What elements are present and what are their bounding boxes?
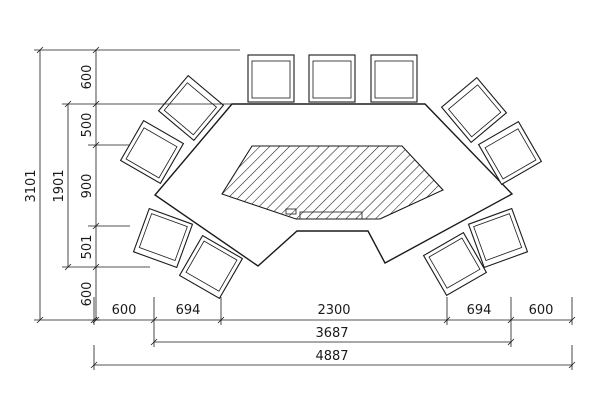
- chair-upper-right-2: [477, 120, 543, 186]
- chair-top-3: [370, 54, 418, 103]
- dim-bottom-3: 2300: [317, 303, 350, 318]
- chair-top-2: [308, 54, 356, 103]
- dim-left-5: 600: [80, 282, 95, 307]
- dim-bottom-total-inner: 3687: [315, 326, 348, 341]
- center-slot-left: [285, 208, 297, 215]
- dim-left-1: 600: [80, 65, 95, 90]
- hatched-center-area: [221, 145, 444, 220]
- chair-lower-left-1: [132, 207, 194, 269]
- chair-lower-left-2: [178, 234, 244, 300]
- table-outline: [153, 103, 514, 267]
- chair-upper-right-1: [440, 76, 508, 144]
- dim-bottom-2: 694: [176, 303, 201, 318]
- left-dimensions-col1: 600 500 900 501 600: [80, 46, 240, 324]
- center-slot: [299, 211, 363, 220]
- bottom-dimensions-row3: 4887: [90, 345, 576, 370]
- bottom-dimensions-row2: 3687: [150, 325, 515, 347]
- dim-bottom-1: 600: [112, 303, 137, 318]
- dim-left-4: 501: [80, 235, 95, 260]
- bottom-dimensions-row1: 600 694 2300 694 600: [90, 297, 576, 325]
- dim-left-2: 500: [80, 113, 95, 138]
- dim-left-3: 900: [80, 174, 95, 199]
- left-dimensions-col2: 1901: [52, 100, 88, 271]
- chair-lower-right-2: [467, 207, 529, 269]
- dim-bottom-total-outer: 4887: [315, 349, 348, 364]
- dim-bottom-4: 694: [467, 303, 492, 318]
- chair-upper-left-1: [157, 74, 225, 142]
- chair-lower-right-1: [422, 231, 488, 297]
- dim-left-total-inner: 1901: [52, 169, 67, 202]
- left-dimensions-col3: 3101: [24, 46, 88, 324]
- chair-upper-left-2: [119, 119, 185, 185]
- dim-left-total-outer: 3101: [24, 169, 39, 202]
- dim-bottom-5: 600: [529, 303, 554, 318]
- chair-top-1: [247, 54, 295, 103]
